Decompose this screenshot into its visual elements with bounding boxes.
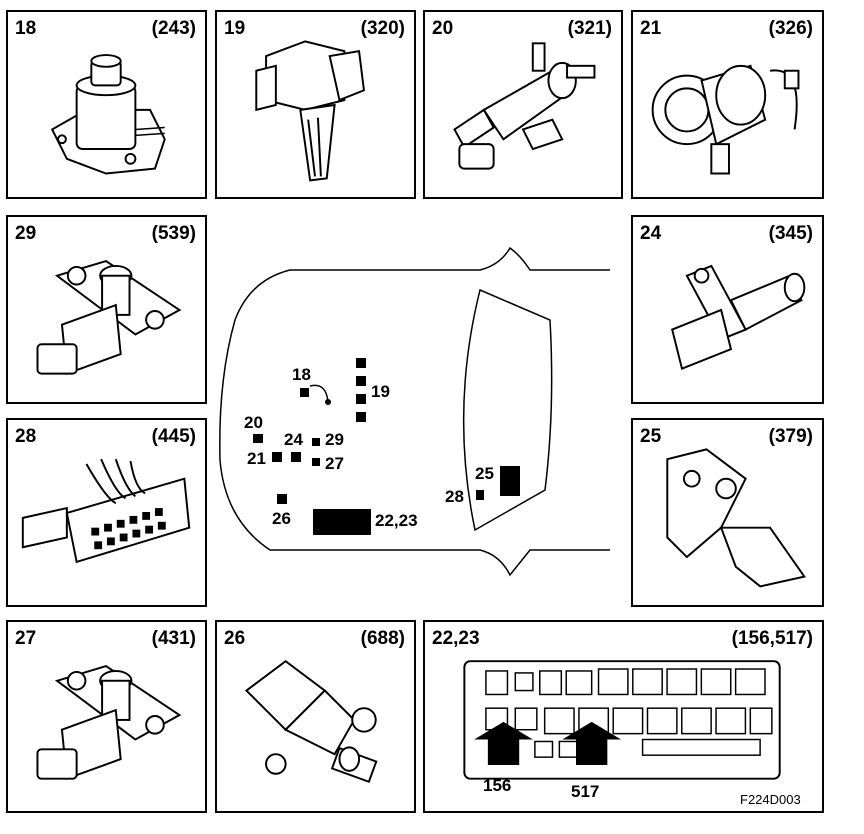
component-number: 26 <box>224 628 246 649</box>
arrow-label-517: 517 <box>571 782 600 801</box>
marker-27 <box>312 458 320 466</box>
vehicle-outline <box>219 246 610 577</box>
component-reference: (445) <box>151 426 196 447</box>
component-number: 28 <box>15 426 37 447</box>
component-number: 19 <box>224 18 246 39</box>
accelerator-pedal-illustration <box>666 448 806 588</box>
marker-26 <box>277 494 287 504</box>
component-number: 18 <box>15 18 37 39</box>
marker-19b <box>356 376 366 386</box>
pressure-sensor-illustration <box>36 664 182 781</box>
panel-component-22-23: 22,23 (156,517) 156 517 <box>423 620 824 813</box>
label-26: 26 <box>272 509 291 528</box>
arrow-label-156: 156 <box>483 776 512 795</box>
component-number: 29 <box>15 223 37 244</box>
panel-component-25: 25 (379) <box>631 418 824 607</box>
label-29: 29 <box>325 430 344 449</box>
label-18: 18 <box>292 365 311 384</box>
component-number: 21 <box>640 18 662 39</box>
component-reference: (539) <box>151 223 196 244</box>
marker-18 <box>300 388 309 397</box>
diagnostic-connector-illustration <box>21 458 191 564</box>
marker-18-lead <box>309 384 331 405</box>
marker-19a <box>356 358 366 368</box>
marker-20 <box>253 434 263 443</box>
label-22-23: 22,23 <box>375 511 418 530</box>
panel-component-24: 24 (345) <box>631 215 824 404</box>
marker-19d <box>356 412 366 422</box>
ignition-coil-illustration <box>255 40 366 182</box>
panel-component-29: 29 (539) <box>6 215 207 404</box>
label-24: 24 <box>284 430 303 449</box>
panel-component-28: 28 (445) <box>6 418 207 607</box>
figure-id: F224D003 <box>740 792 801 807</box>
component-reference: (156,517) <box>731 628 813 649</box>
component-reference: (320) <box>360 18 405 39</box>
label-28: 28 <box>445 487 464 506</box>
panel-component-26: 26 (688) <box>215 620 416 813</box>
component-number: 25 <box>640 426 662 447</box>
panel-component-19: 19 (320) <box>215 10 416 199</box>
component-reference: (326) <box>768 18 813 39</box>
panel-component-21: 21 (326) <box>631 10 824 199</box>
marker-28 <box>476 490 484 500</box>
crankshaft-sensor-illustration <box>671 264 806 371</box>
solenoid-valve-illustration <box>50 54 166 175</box>
panel-component-27: 27 (431) <box>6 620 207 813</box>
component-number: 27 <box>15 628 37 649</box>
marker-19c <box>356 394 366 404</box>
component-reference: (345) <box>768 223 813 244</box>
fuse-box-illustration <box>463 660 781 780</box>
marker-25 <box>500 466 520 496</box>
component-number: 20 <box>432 18 454 39</box>
label-21: 21 <box>247 449 266 468</box>
purge-valve-illustration <box>453 42 596 170</box>
component-reference: (431) <box>151 628 196 649</box>
label-27: 27 <box>325 454 344 473</box>
component-number: 22,23 <box>432 628 480 649</box>
map-sensor-illustration <box>244 659 378 784</box>
marker-21 <box>272 452 282 462</box>
marker-29 <box>312 438 320 446</box>
label-19: 19 <box>371 382 390 401</box>
pressure-sensor-illustration <box>36 259 182 375</box>
marker-22-23 <box>313 509 371 535</box>
panel-component-18: 18 (243) <box>6 10 207 199</box>
component-reference: (379) <box>768 426 813 447</box>
panel-component-20: 20 (321) <box>423 10 623 199</box>
component-reference: (688) <box>360 628 405 649</box>
component-number: 24 <box>640 223 662 244</box>
component-reference: (321) <box>567 18 612 39</box>
air-pump-illustration <box>651 64 800 175</box>
label-20: 20 <box>244 413 263 432</box>
component-reference: (243) <box>151 18 196 39</box>
label-25: 25 <box>475 464 494 483</box>
marker-24 <box>291 452 301 462</box>
